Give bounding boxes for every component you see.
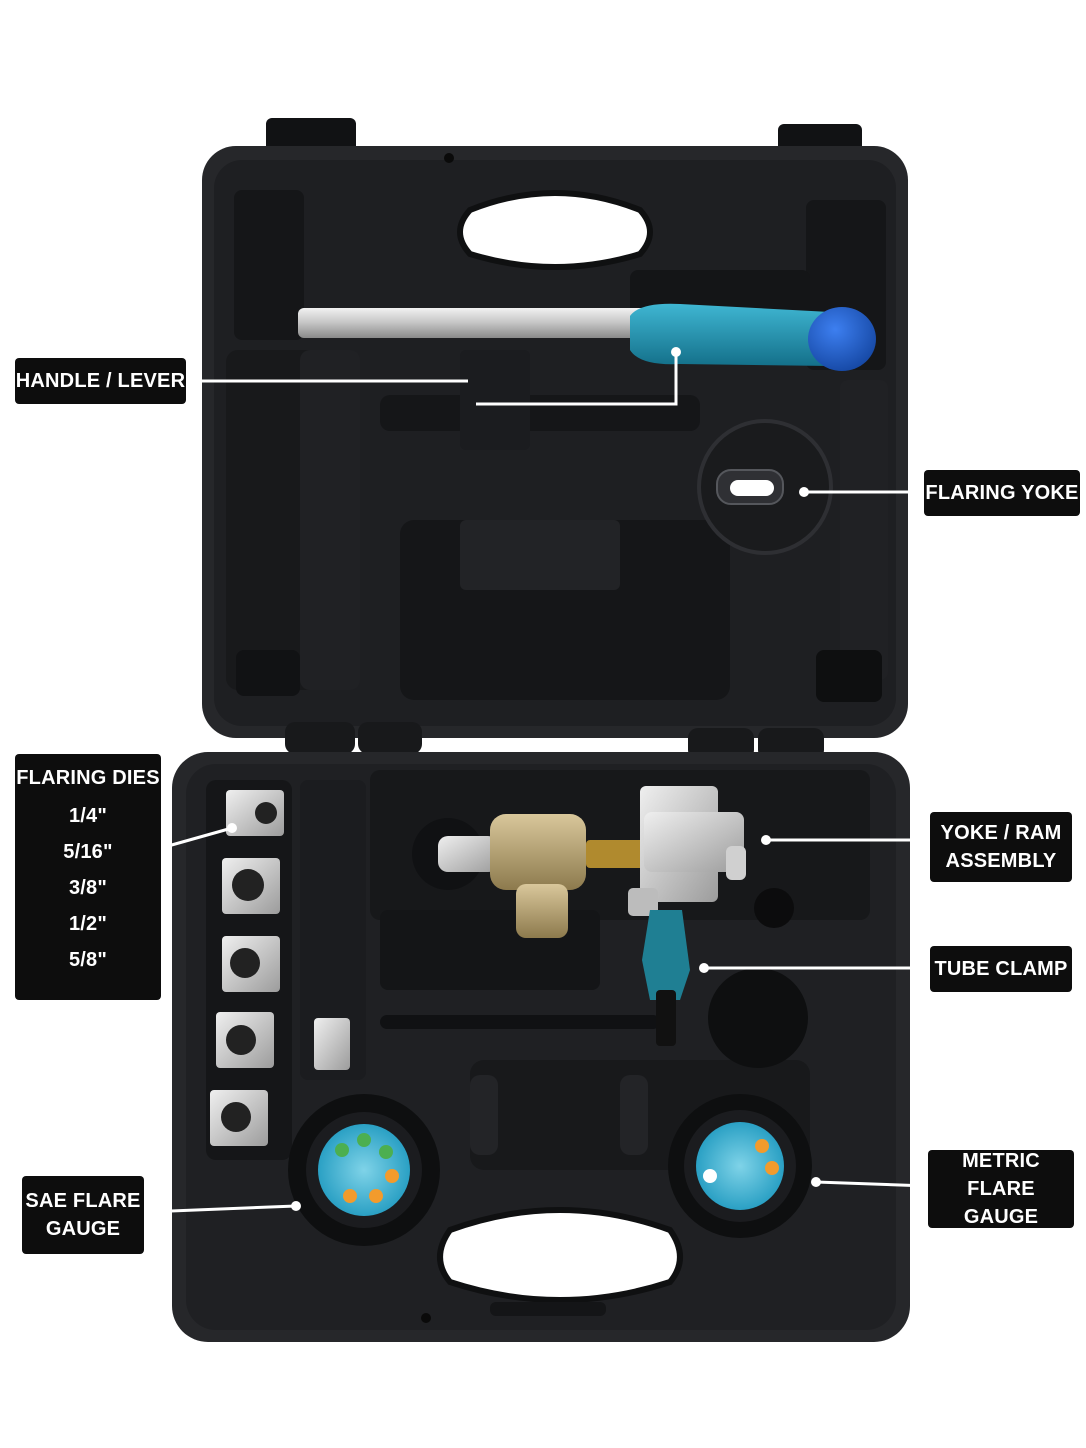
handle-end-cap xyxy=(808,307,876,371)
label-flaring-yoke: FLARING YOKE xyxy=(924,470,1080,516)
label-flaring-dies-title: FLARING DIES xyxy=(16,767,160,789)
label-sae-flare-gauge: SAE FLARE GAUGE xyxy=(22,1176,144,1254)
flaring-dies xyxy=(210,790,350,1146)
label-tube-clamp: TUBE CLAMP xyxy=(930,946,1072,992)
die-extra xyxy=(314,1018,350,1070)
base-handle-slot xyxy=(437,1207,683,1303)
die-size-5: 5/8" xyxy=(68,949,108,971)
lid-handle-slot xyxy=(457,190,653,270)
die-size-4: 1/2" xyxy=(68,913,108,935)
label-handle-lever: HANDLE / LEVER xyxy=(15,358,186,404)
leader-handle-grip xyxy=(476,352,678,406)
die-5-16 xyxy=(222,858,280,914)
sae-flare-gauge xyxy=(288,1094,440,1246)
metric-flare-gauge xyxy=(668,1094,812,1238)
die-size-2: 5/16" xyxy=(63,841,113,863)
die-3-8 xyxy=(222,936,280,992)
die-size-3: 3/8" xyxy=(68,877,108,899)
leader-dies xyxy=(160,826,233,850)
yoke-ram-assembly xyxy=(412,786,794,938)
handle-shaft xyxy=(298,308,650,338)
case-lid xyxy=(202,118,908,738)
label-yoke-ram-assembly: YOKE / RAM ASSEMBLY xyxy=(930,812,1072,882)
label-handle-lever-text: HANDLE / LEVER xyxy=(15,370,186,392)
die-1-2 xyxy=(216,1012,274,1068)
label-metric-flare-gauge: METRIC FLARE GAUGE xyxy=(928,1150,1074,1228)
die-5-8 xyxy=(210,1090,268,1146)
handle-lever xyxy=(298,303,876,371)
leader-metric xyxy=(815,1180,929,1188)
handle-grip xyxy=(630,303,835,366)
label-sae-line1: SAE FLARE xyxy=(25,1190,141,1212)
label-yoke-ram-line2: ASSEMBLY xyxy=(945,850,1057,872)
tube-clamp xyxy=(642,910,690,1046)
label-flaring-yoke-text: FLARING YOKE xyxy=(925,482,1079,504)
label-metric-line2: GAUGE xyxy=(963,1206,1039,1228)
leader-sae xyxy=(145,1204,297,1214)
label-yoke-ram-line1: YOKE / RAM xyxy=(940,822,1062,844)
label-metric-line1: METRIC FLARE xyxy=(962,1150,1040,1200)
leader-lines xyxy=(145,352,930,1214)
label-flaring-dies: FLARING DIES 1/4" 5/16" 3/8" 1/2" 5/8" xyxy=(15,754,161,1000)
die-size-1: 1/4" xyxy=(68,805,108,827)
label-sae-line2: GAUGE xyxy=(45,1218,121,1240)
die-1-4 xyxy=(226,790,284,836)
label-tube-clamp-text: TUBE CLAMP xyxy=(934,958,1068,980)
